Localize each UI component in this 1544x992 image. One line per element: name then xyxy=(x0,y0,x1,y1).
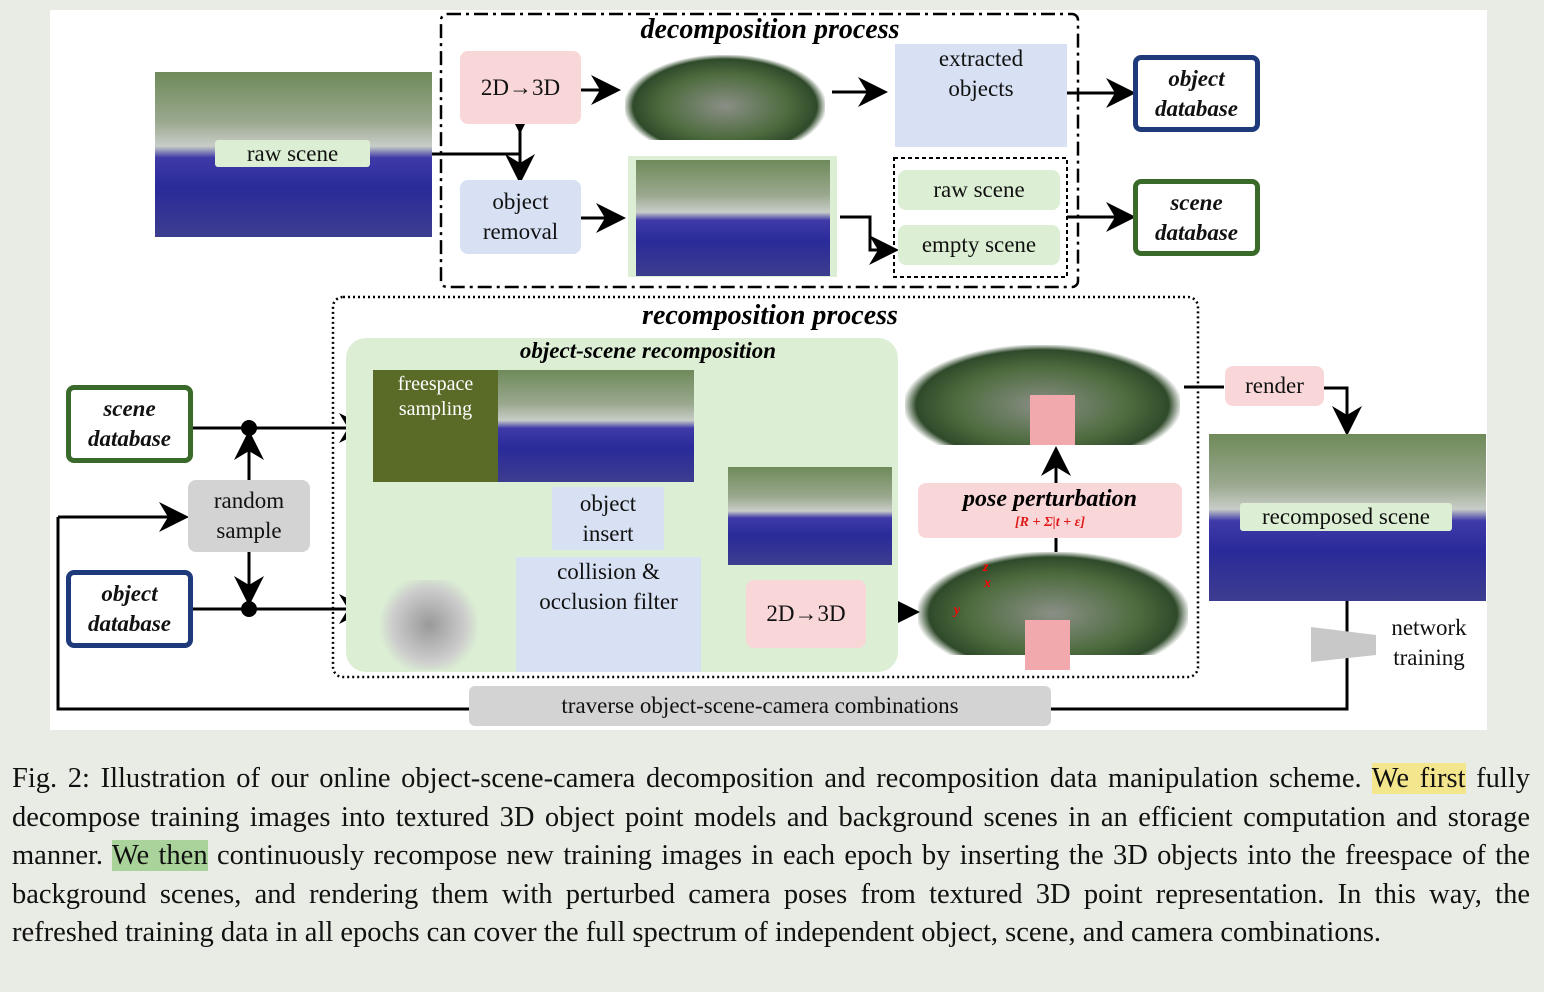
caption-highlight-yellow[interactable]: We first xyxy=(1371,763,1466,794)
axis-x: x xyxy=(984,576,991,591)
empty-scene-image xyxy=(636,160,830,276)
object-database-input: object database xyxy=(66,570,193,648)
object-database-box: object database xyxy=(1133,55,1260,132)
pose-perturbation-box: pose perturbation [R + Σ|t + ε] xyxy=(918,483,1182,538)
network-training-label: network training xyxy=(1391,615,1467,670)
freespace-image xyxy=(373,370,498,482)
axis-y: y xyxy=(954,603,961,618)
object-removal-box: object removal xyxy=(460,180,581,254)
recomposed-label: recomposed scene xyxy=(1240,503,1452,531)
caption-text-1: Fig. 2: Illustration of our online objec… xyxy=(12,763,1372,794)
collision-filter-box: collision & occlusion filter xyxy=(516,557,701,672)
scene-image xyxy=(498,370,694,482)
to3d-recomposition-box: 2D→3D xyxy=(746,580,866,648)
to3d-box: 2D→3D xyxy=(460,51,581,124)
raw-scene-box: raw scene xyxy=(898,170,1060,210)
point-cloud-image xyxy=(625,55,825,140)
random-sample-box: random sample xyxy=(188,480,310,552)
object-models-image xyxy=(372,580,486,670)
extracted-objects-box: extracted objects xyxy=(895,44,1067,147)
caption-highlight-green[interactable]: We then xyxy=(111,840,208,871)
decomposition-title: decomposition process xyxy=(640,14,900,45)
traverse-bar: traverse object-scene-camera combination… xyxy=(469,686,1051,726)
freespace-label: freespace sampling xyxy=(397,373,474,420)
pose-formula: [R + Σ|t + ε] xyxy=(1015,515,1085,530)
recomposition-subtitle: object-scene recomposition xyxy=(519,338,777,363)
caption-text-3: continuously recompose new training imag… xyxy=(12,840,1530,948)
empty-scene-box: empty scene xyxy=(898,225,1060,265)
figure-caption: Fig. 2: Illustration of our online objec… xyxy=(12,760,1530,953)
scene-database-input: scene database xyxy=(66,385,193,463)
object-insert-box: object insert xyxy=(552,487,664,550)
camera-frustum-top xyxy=(1030,395,1075,445)
scene-database-box: scene database xyxy=(1133,179,1260,256)
render-box: render xyxy=(1225,366,1324,406)
raw-scene-label: raw scene xyxy=(215,140,370,167)
camera-frustum-bottom xyxy=(1025,620,1070,670)
recomposition-title: recomposition process xyxy=(642,300,898,331)
caption-text-2: fully decompose training images into tex… xyxy=(12,763,1530,871)
pose-perturbation-label: pose perturbation xyxy=(962,486,1138,512)
inserted-scene-image xyxy=(728,467,892,565)
axis-z: z xyxy=(983,560,989,575)
